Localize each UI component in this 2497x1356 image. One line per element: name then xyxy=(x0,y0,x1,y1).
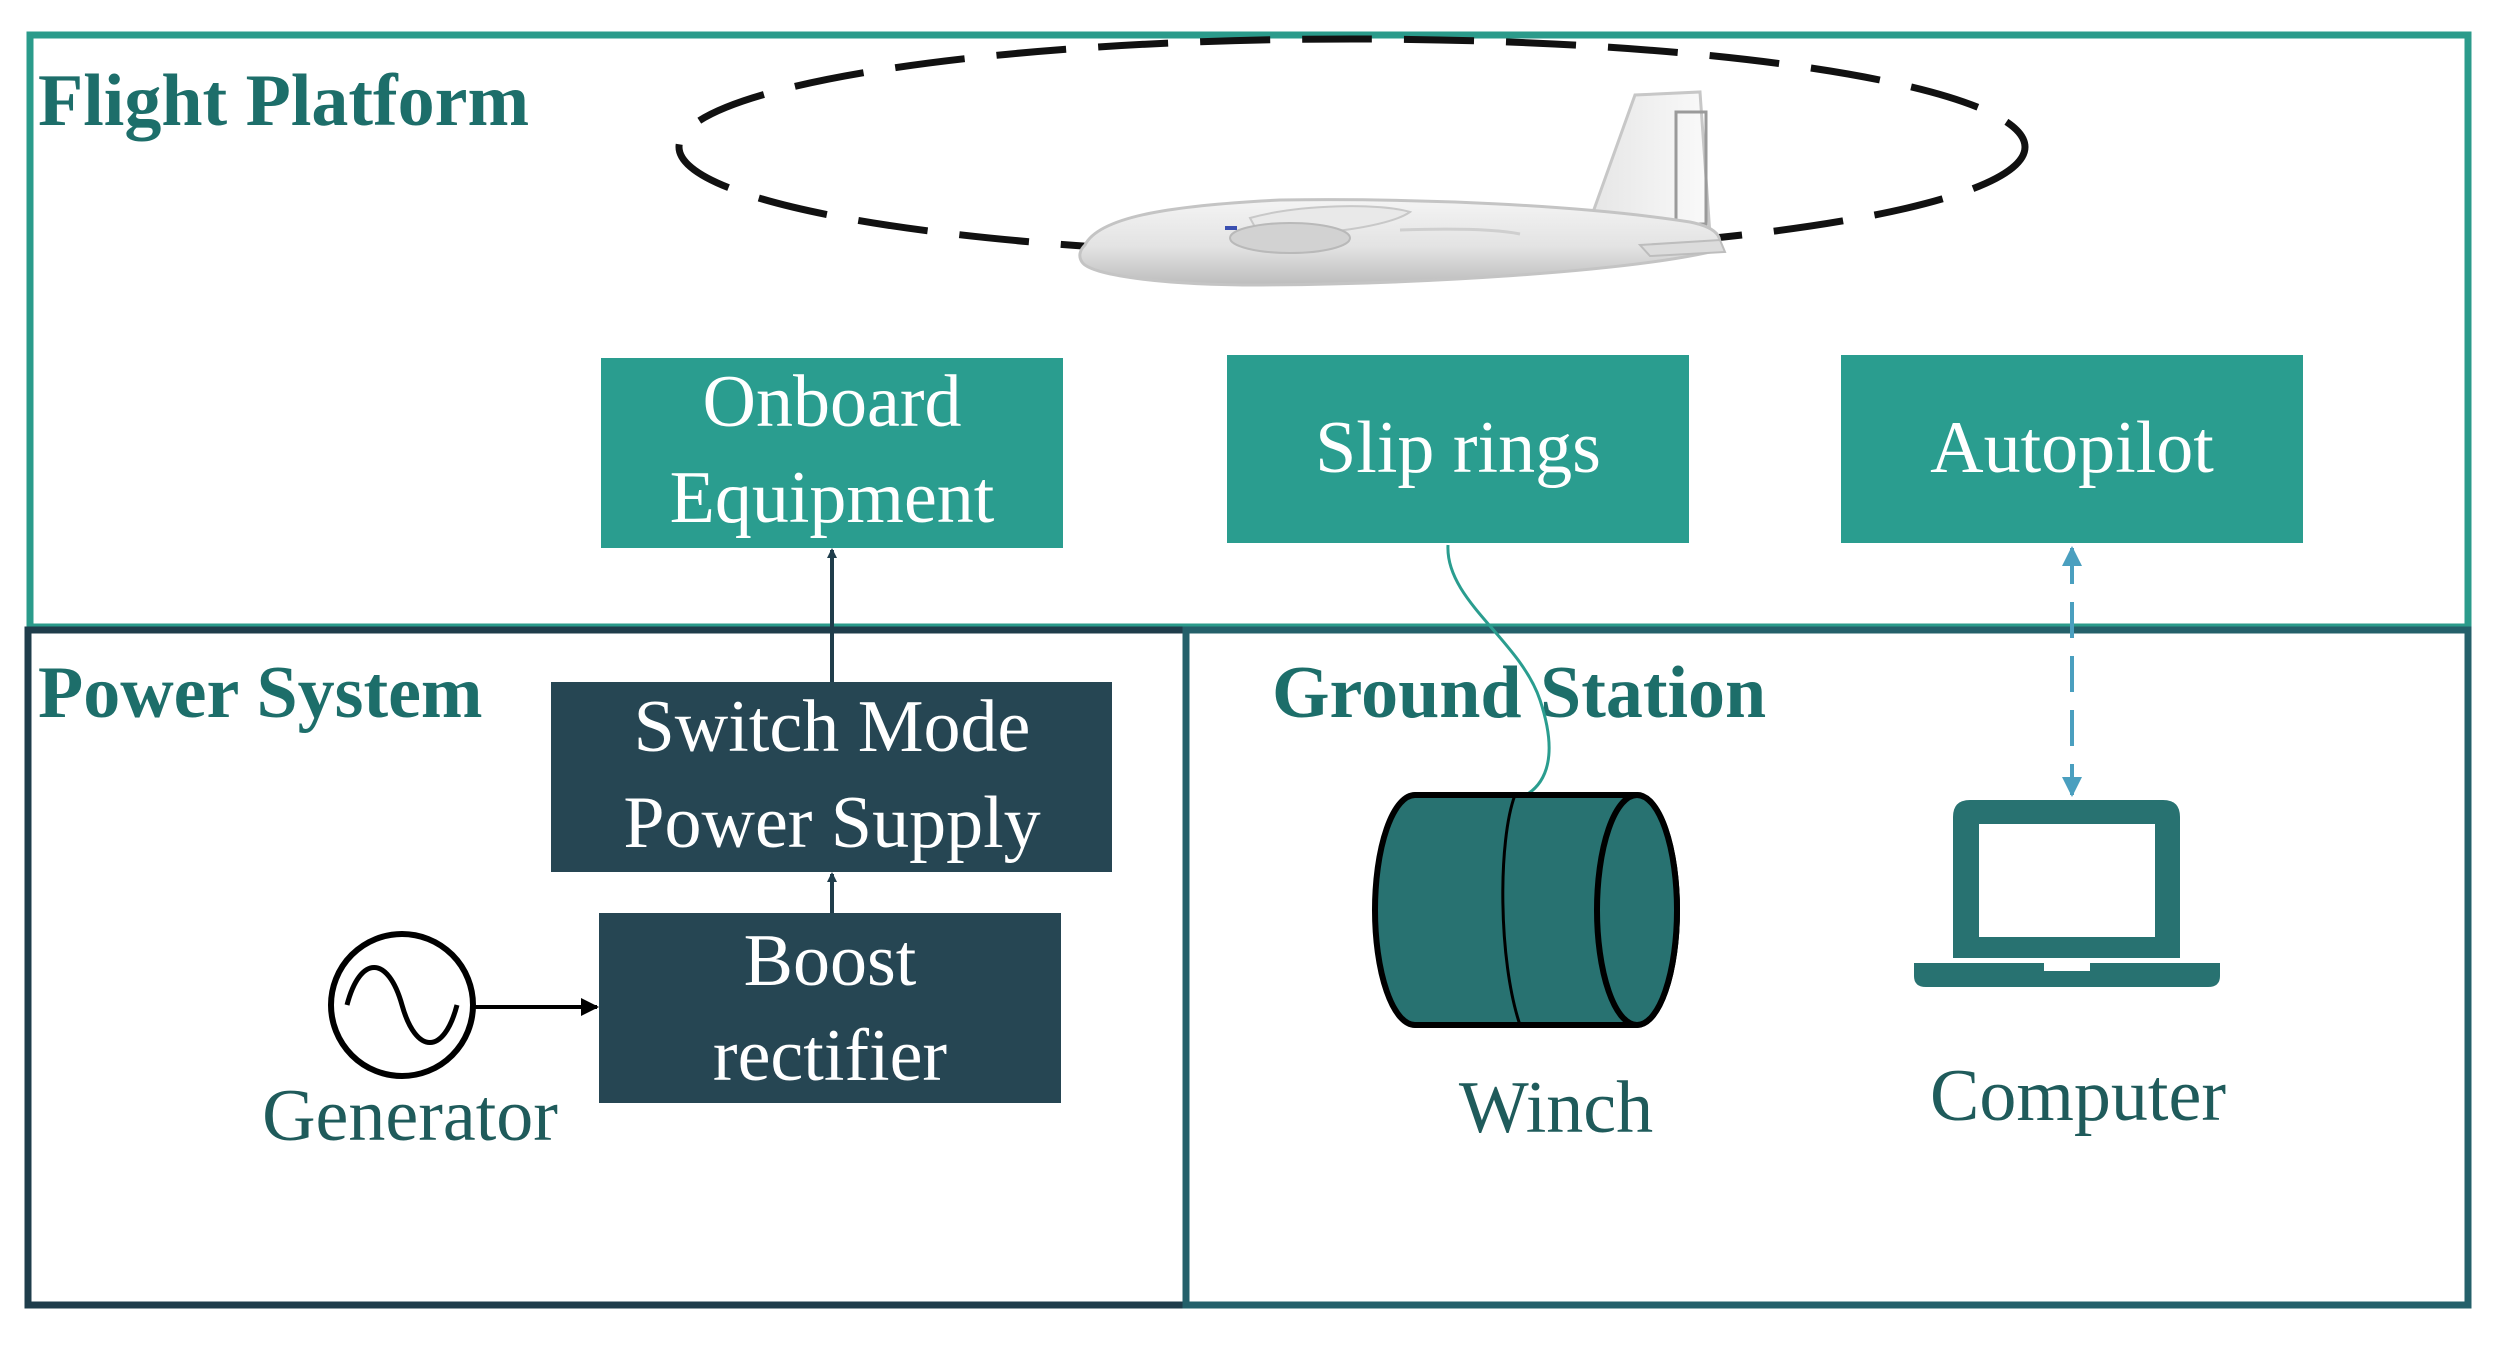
autopilot-label: Autopilot xyxy=(1930,407,2214,489)
flight-path-ellipse xyxy=(675,35,2029,259)
ground-station-title: Ground Station xyxy=(1272,652,1766,734)
autopilot-box xyxy=(1841,355,2303,543)
boost-rectifier-label-line1: Boost xyxy=(744,920,917,1002)
generator-label: Generator xyxy=(262,1075,558,1157)
onboard-equipment-label-line1: Onboard xyxy=(703,361,962,443)
boost-rectifier-label-line2: rectifier xyxy=(713,1015,947,1097)
aircraft-image xyxy=(1078,90,1727,287)
generator-icon xyxy=(328,931,476,1079)
smps-label-line1: Switch Mode xyxy=(634,686,1031,768)
winch-icon xyxy=(1372,792,1680,1028)
power-system-title: Power System xyxy=(38,652,483,734)
smps-box xyxy=(551,682,1112,872)
onboard-equipment-label-line2: Equipment xyxy=(670,457,995,539)
ground-station-frame xyxy=(1182,626,2472,1309)
smps-label-line2: Power Supply xyxy=(623,782,1040,864)
slip-rings-label: Slip rings xyxy=(1315,407,1601,489)
onboard-equipment-box xyxy=(601,358,1063,548)
computer-label: Computer xyxy=(1930,1055,2226,1137)
winch-label: Winch xyxy=(1459,1067,1653,1149)
flight-platform-title: Flight Platform xyxy=(38,60,529,142)
slip-rings-box xyxy=(1227,355,1689,543)
laptop-icon xyxy=(1914,800,2220,987)
boost-rectifier-box xyxy=(599,913,1061,1103)
